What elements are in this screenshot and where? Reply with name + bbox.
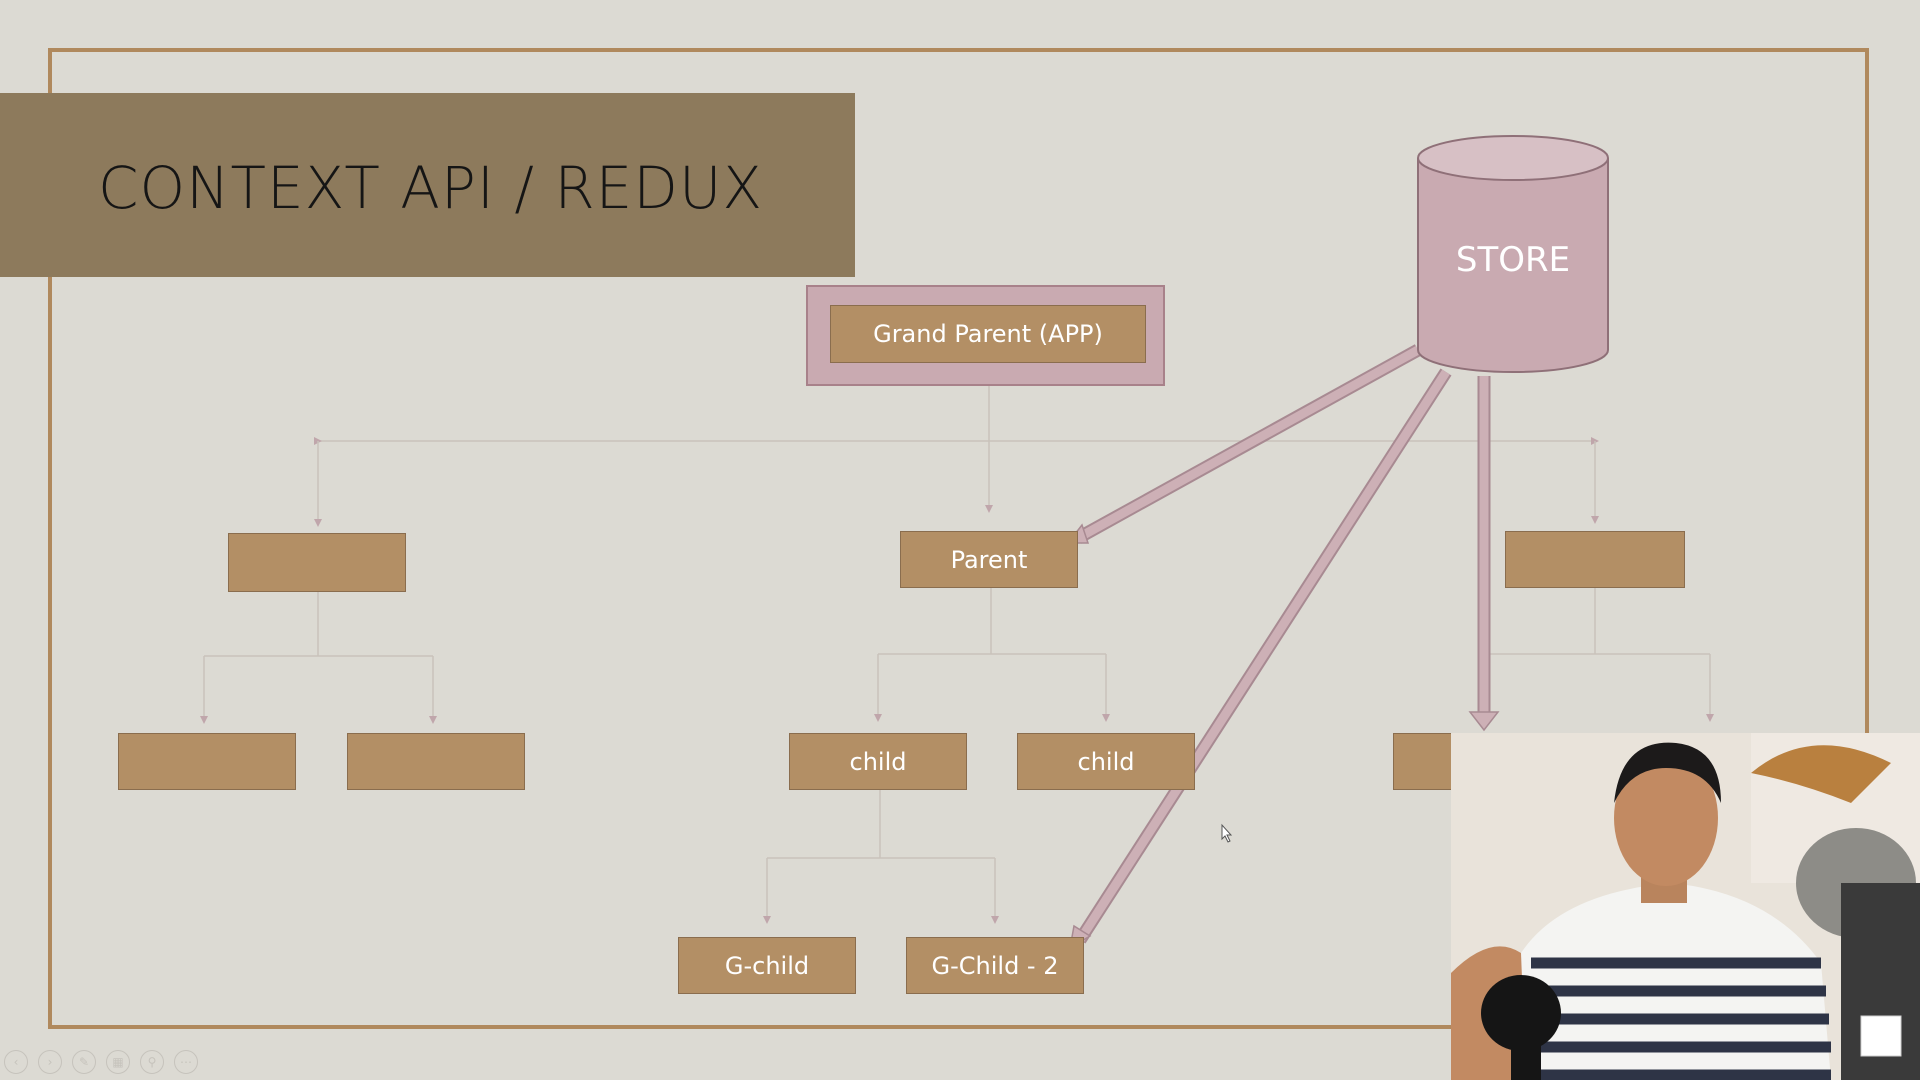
title-banner: CONTEXT API / REDUX — [0, 93, 855, 277]
node-left — [228, 533, 406, 592]
store-arrows — [1066, 344, 1500, 950]
webcam-overlay — [1451, 733, 1920, 1080]
node-left-child-1 — [118, 733, 296, 790]
node-child-1: child — [789, 733, 967, 790]
pen-icon[interactable]: ✎ — [72, 1050, 96, 1074]
node-gchild-1: G-child — [678, 937, 856, 994]
presenter-image — [1451, 733, 1920, 1080]
node-left-child-2 — [347, 733, 525, 790]
node-parent: Parent — [900, 531, 1078, 588]
mouse-cursor — [1221, 823, 1233, 843]
slide-title: CONTEXT API / REDUX — [98, 154, 764, 222]
node-child-2: child — [1017, 733, 1195, 790]
next-icon[interactable]: › — [38, 1050, 62, 1074]
zoom-icon[interactable]: ⚲ — [140, 1050, 164, 1074]
node-grand-parent: Grand Parent (APP) — [830, 305, 1146, 363]
tree-lines — [200, 386, 1714, 924]
more-icon[interactable]: ⋯ — [174, 1050, 198, 1074]
slides-icon[interactable]: ▦ — [106, 1050, 130, 1074]
slide-frame — [48, 48, 1869, 1029]
node-right — [1505, 531, 1685, 588]
store-label: STORE — [1455, 240, 1571, 280]
previous-icon[interactable]: ‹ — [4, 1050, 28, 1074]
store-cylinder — [1417, 135, 1609, 373]
slideshow-controls: ‹ › ✎ ▦ ⚲ ⋯ — [4, 1050, 198, 1074]
node-gchild-2: G-Child - 2 — [906, 937, 1084, 994]
